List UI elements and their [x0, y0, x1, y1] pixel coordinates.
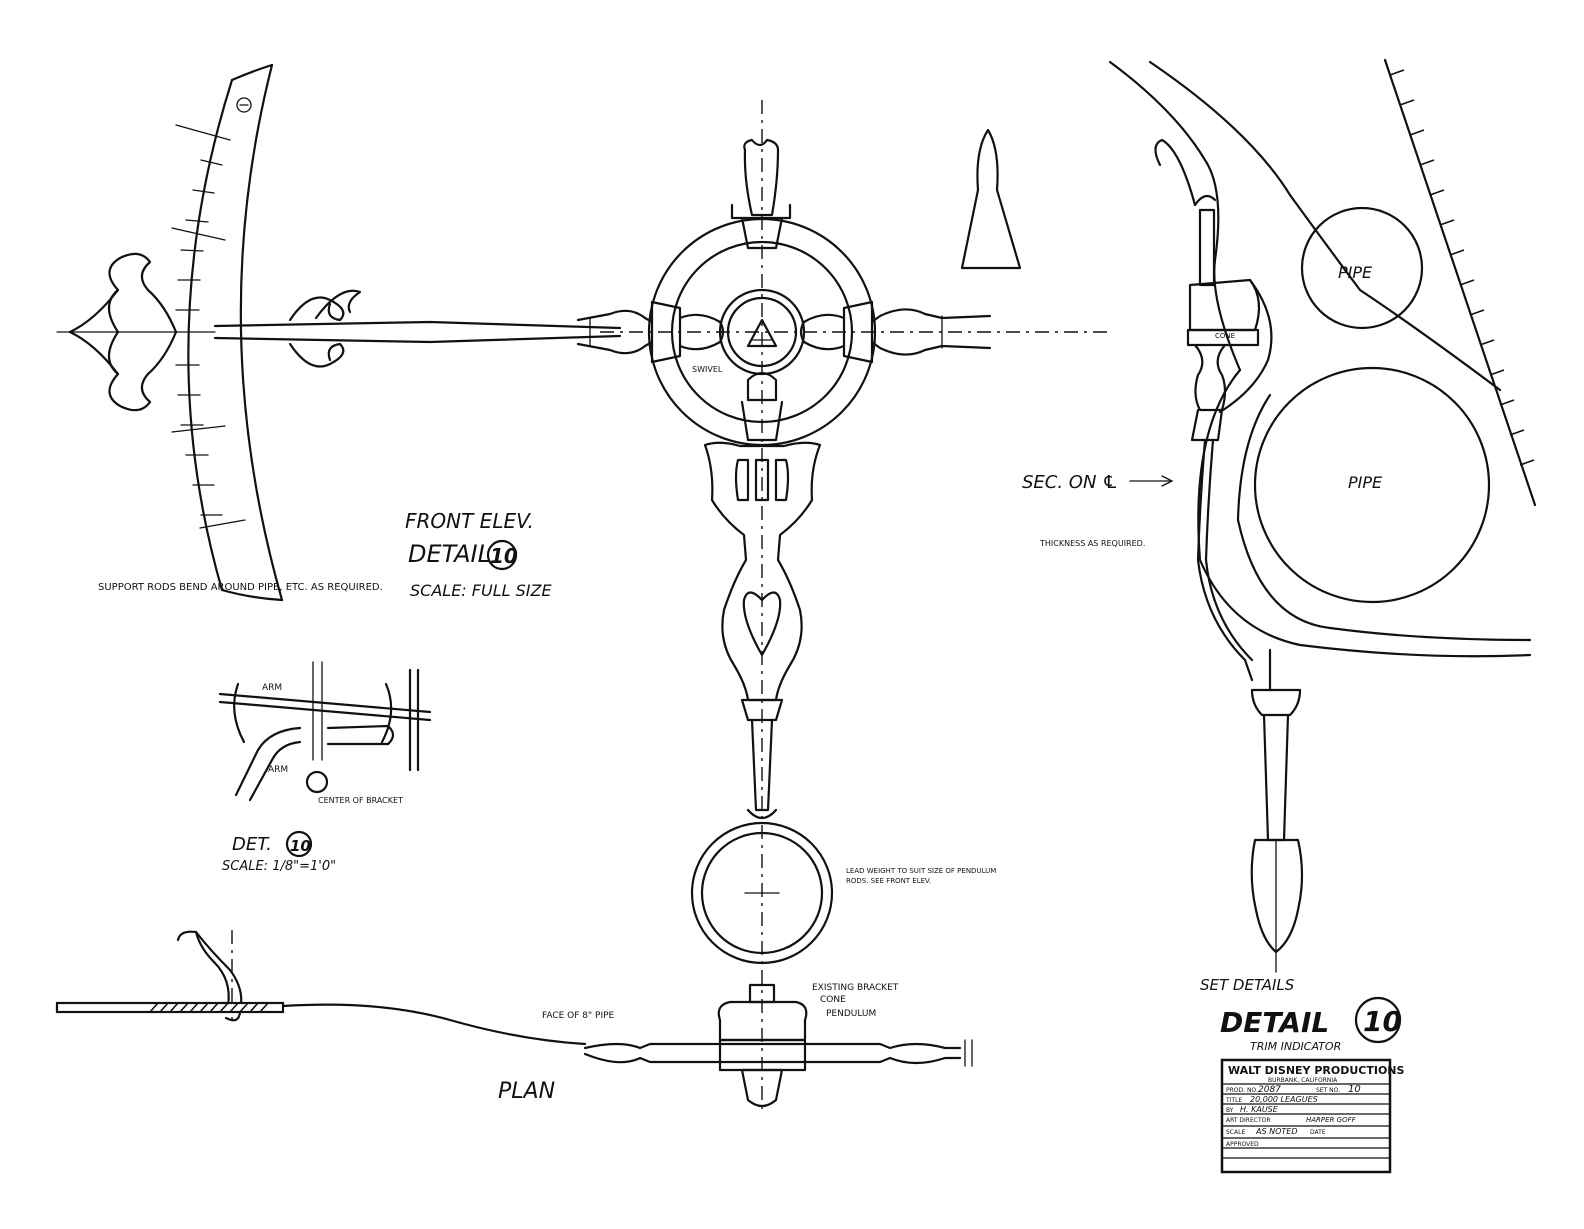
set-no: 10 — [1348, 1084, 1361, 1095]
center-note: CENTER OF BRACKET — [318, 796, 403, 805]
front-elev-scale: SCALE: FULL SIZE — [410, 581, 552, 600]
cone-note-section: CONE — [1215, 332, 1235, 340]
small-detail-scale: SCALE: 1/8"=1'0" — [222, 859, 336, 874]
date-label: DATE — [1310, 1129, 1326, 1136]
detail-block-title: DETAIL — [1220, 1006, 1329, 1039]
front-elev-detail: DETAIL — [408, 540, 491, 568]
prod-label: PROD. NO. — [1226, 1087, 1258, 1094]
pipe-lower-label: PIPE — [1348, 473, 1383, 492]
bracket-note: EXISTING BRACKET — [812, 983, 899, 993]
detail-block-circle — [1354, 996, 1402, 1044]
section-label: SEC. ON ℄ — [1022, 472, 1118, 493]
face-of-pipe-note: FACE OF 8" PIPE — [542, 1011, 615, 1021]
detail-block-no: 10 — [1363, 1005, 1402, 1038]
thickness-note: THICKNESS AS REQUIRED. — [1039, 539, 1145, 548]
set-details-label: SET DETAILS — [1200, 976, 1295, 994]
arc-scale — [171, 63, 284, 602]
detail-block-subtitle: TRIM INDICATOR — [1250, 1040, 1341, 1053]
weight-note-box: LEAD WEIGHT TO SUIT SIZE OF PENDULUM ROD… — [846, 867, 997, 885]
company-name: WALT DISNEY PRODUCTIONS — [1228, 1064, 1405, 1077]
arm-label-2: ARM — [268, 765, 288, 775]
cone-note-plan: CONE — [820, 995, 846, 1005]
detail-number-circle — [486, 539, 518, 571]
ornate-pointer — [56, 252, 622, 412]
front-elev-detail-no: 10 — [490, 544, 518, 568]
small-detail-sketch — [218, 661, 432, 802]
center-assembly — [576, 100, 1110, 1110]
section-view — [1108, 58, 1537, 973]
by-label: BY — [1226, 1107, 1234, 1114]
approved-label: APPROVED — [1226, 1141, 1259, 1148]
title-block: WALT DISNEY PRODUCTIONS BURBANK, CALIFOR… — [1220, 1058, 1405, 1174]
title-value: 20,000 LEAGUES — [1250, 1095, 1318, 1104]
finial-profile — [960, 128, 1022, 270]
weight-note: LEAD WEIGHT TO SUIT SIZE OF PENDULUM ROD… — [846, 867, 997, 885]
small-detail-label: DET. — [232, 834, 272, 855]
company-location: BURBANK, CALIFORNIA — [1268, 1077, 1338, 1084]
scale-label: SCALE — [1226, 1129, 1245, 1136]
swivel-note: SWIVEL — [692, 365, 723, 374]
front-elev-title: FRONT ELEV. — [405, 509, 534, 533]
by-value: H. KAUSE — [1240, 1105, 1279, 1114]
pendulum-note: PENDULUM — [826, 1009, 876, 1019]
title-label: TITLE — [1225, 1097, 1242, 1104]
set-label: SET NO. — [1316, 1087, 1340, 1094]
small-detail-circle — [285, 830, 313, 858]
support-note: SUPPORT RODS BEND AROUND PIPE, ETC. AS R… — [98, 582, 383, 593]
art-label: ART DIRECTOR — [1226, 1117, 1271, 1124]
plan-title: PLAN — [498, 1079, 555, 1104]
art-value: HARPER GOFF — [1306, 1116, 1357, 1124]
plan-view — [55, 930, 973, 1108]
prod-no: 2087 — [1258, 1085, 1281, 1095]
arm-label: ARM — [262, 683, 282, 693]
small-detail-no: 10 — [290, 837, 311, 855]
pipe-upper-label: PIPE — [1338, 263, 1373, 282]
scale-value: AS NOTED — [1255, 1127, 1297, 1136]
